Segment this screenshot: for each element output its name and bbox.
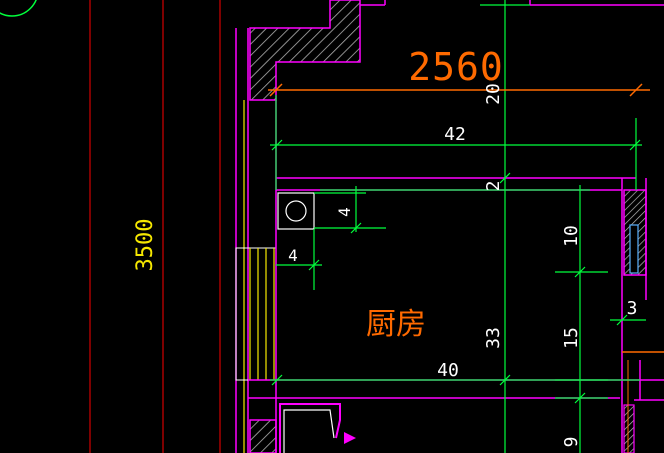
dim-42: 42 xyxy=(444,124,466,145)
dim-10: 10 xyxy=(561,225,582,247)
triangle-marker xyxy=(344,432,356,444)
flue-box xyxy=(277,192,315,230)
dim-20: 20 xyxy=(483,83,504,105)
dim-9: 9 xyxy=(561,437,582,448)
sink-fixture-inner xyxy=(283,409,335,453)
dim-33: 33 xyxy=(483,327,504,349)
dim-right-h3-tick xyxy=(574,392,586,404)
dim-15: 15 xyxy=(561,327,582,349)
dim-2560: 2560 xyxy=(408,45,504,89)
column-marker-circle xyxy=(0,0,37,17)
dim-right-3-tick xyxy=(616,314,628,326)
dim-tick-42a xyxy=(271,139,283,151)
dim-box-horz-tick xyxy=(308,259,320,271)
dim-tick-2560b xyxy=(629,83,643,97)
hatched-wall-bottom xyxy=(249,419,277,453)
dim-tick-40a xyxy=(271,374,283,386)
dim-4-horizontal: 4 xyxy=(288,246,298,265)
dim-4-vertical: 4 xyxy=(335,207,354,217)
dim-tick-2560a xyxy=(269,83,283,97)
sink-fixture xyxy=(279,403,341,453)
dim-tick-40b xyxy=(499,374,511,386)
flue-circle xyxy=(285,200,307,222)
dim-3: 3 xyxy=(627,298,638,319)
window-frame xyxy=(235,247,277,381)
hatched-wall-top xyxy=(249,0,361,101)
dim-2: 2 xyxy=(483,181,504,192)
dim-right-h1-tick xyxy=(574,266,586,278)
dim-3500: 3500 xyxy=(133,219,158,272)
room-label-kitchen: 厨房 xyxy=(366,307,426,342)
dim-40: 40 xyxy=(437,360,459,381)
hatched-wall-right-lower xyxy=(623,404,635,453)
dim-tick-2 xyxy=(499,172,511,184)
dim-box-tick xyxy=(350,222,362,234)
wall-right-slot xyxy=(629,224,639,274)
dim-tick-42b xyxy=(629,139,641,151)
